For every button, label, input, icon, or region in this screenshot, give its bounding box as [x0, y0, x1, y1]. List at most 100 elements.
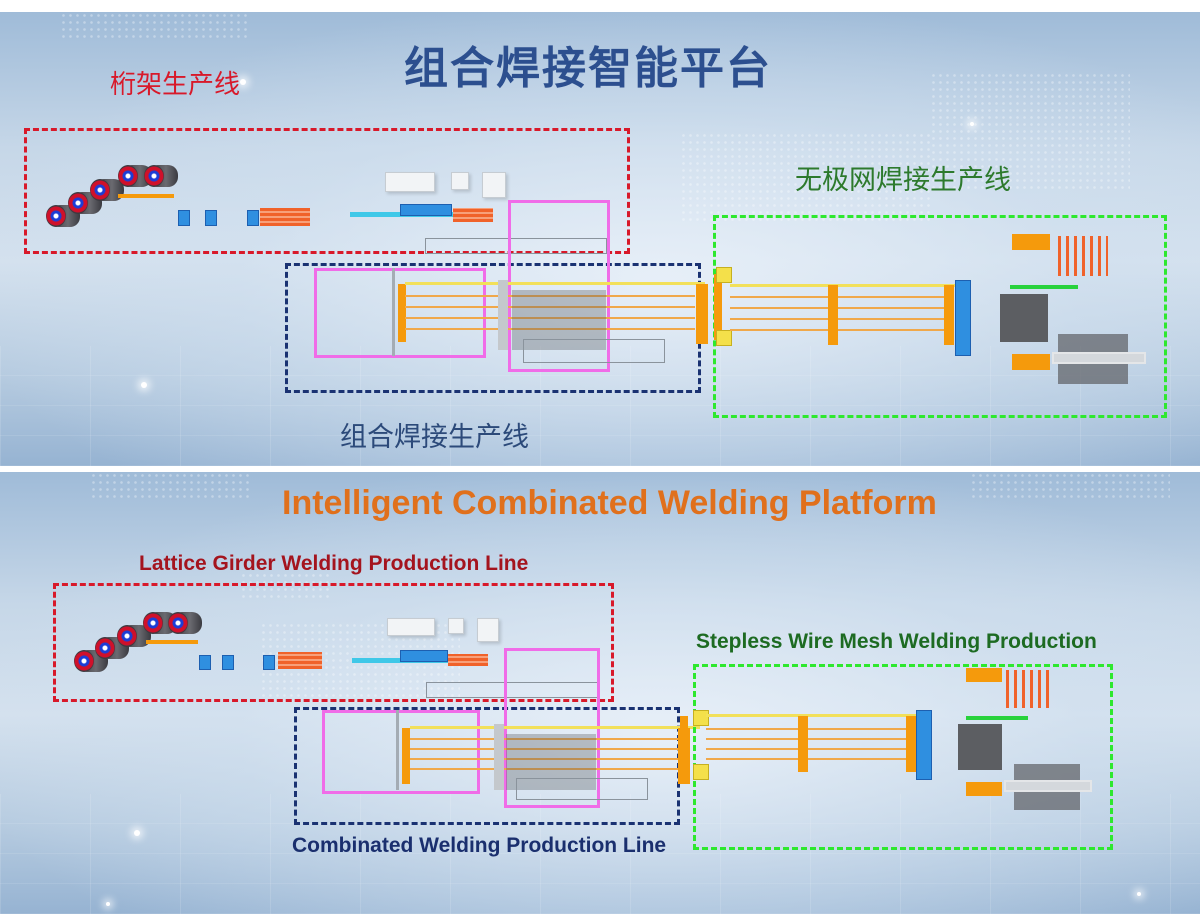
output-rack	[516, 778, 648, 800]
sparkle-decoration	[1137, 892, 1141, 896]
wire-cutting-unit	[1006, 670, 1052, 708]
control-cabinet	[448, 618, 464, 634]
welding-bed	[506, 734, 596, 790]
wire-rail	[730, 329, 950, 331]
wire-coil	[117, 625, 151, 647]
wire-rail	[410, 758, 680, 760]
wire-rail	[405, 295, 695, 297]
gantry-frame	[322, 710, 480, 794]
control-cabinet	[477, 618, 499, 642]
background-dot-pattern	[240, 572, 330, 602]
wire-rail	[405, 328, 695, 330]
straightener-unit	[178, 210, 190, 226]
control-cabinet	[451, 172, 469, 190]
output-conveyor	[1004, 780, 1092, 792]
welding-head	[400, 650, 448, 662]
clamp-unit	[716, 267, 732, 283]
sparkle-decoration	[141, 382, 147, 388]
background-dot-pattern	[90, 472, 250, 502]
clamp-unit	[693, 764, 709, 780]
welding-station	[944, 285, 954, 345]
wire-feeder	[966, 782, 1002, 796]
platform-title: Intelligent Combinated Welding Platform	[282, 484, 937, 522]
wire-coil	[90, 179, 124, 201]
intermediate-station	[798, 716, 808, 772]
entry-station	[714, 274, 722, 340]
conveyor-edge	[706, 714, 916, 717]
wire-feeder	[118, 194, 174, 198]
control-cabinet	[387, 618, 435, 636]
wire-feeder	[966, 668, 1002, 682]
control-cabinet	[482, 172, 506, 198]
feed-station	[402, 728, 410, 784]
straightener-unit	[263, 655, 275, 670]
straightener-unit	[205, 210, 217, 226]
conveyor-guide	[966, 716, 1028, 720]
lattice-girder-line-boundary	[53, 583, 614, 702]
wire-rail	[410, 738, 680, 740]
lattice-girder-line-boundary	[24, 128, 630, 254]
clamp-unit	[693, 710, 709, 726]
output-rack	[523, 339, 665, 363]
platform-title: 组合焊接智能平台	[404, 43, 772, 94]
combinated-welding-line-label: 组合焊接生产线	[340, 422, 529, 452]
bending-unit	[278, 652, 322, 669]
conveyor-edge	[405, 282, 705, 285]
welding-unit	[453, 208, 493, 222]
wire-rail	[730, 296, 950, 298]
conveyor-guide	[1010, 285, 1078, 289]
platform-diagram-chinese: 组合焊接智能平台 桁架生产线 无极网焊接生产线 组合焊接生产线	[0, 12, 1200, 466]
wire-rail	[706, 738, 911, 740]
output-conveyor	[1052, 352, 1146, 364]
combinated-welding-line-label: Combinated Welding Production Line	[292, 834, 667, 857]
sparkle-decoration	[134, 830, 140, 836]
wire-rail	[706, 748, 911, 750]
mesh-stacker	[1000, 294, 1048, 342]
stepless-mesh-line-boundary	[693, 664, 1113, 850]
wire-rail	[706, 758, 911, 760]
entry-station	[680, 716, 688, 776]
wire-coil	[144, 165, 178, 187]
storage-rack	[425, 238, 607, 254]
conveyor-edge	[730, 284, 956, 287]
mesh-stacker	[958, 724, 1002, 770]
wire-rail	[405, 317, 695, 319]
transfer-station	[696, 284, 708, 344]
straightener-unit	[222, 655, 234, 670]
lattice-girder-line-label: Lattice Girder Welding Production Line	[139, 552, 529, 575]
wire-rail	[730, 307, 950, 309]
mesh-welder	[916, 710, 932, 780]
wire-rail	[706, 728, 911, 730]
wire-feeder	[1012, 354, 1050, 370]
background-dot-pattern	[930, 72, 1130, 192]
welding-bed	[512, 290, 606, 350]
welding-unit	[448, 654, 488, 666]
gantry-rail	[396, 710, 399, 790]
bending-unit	[260, 208, 310, 226]
straightener-unit	[247, 210, 259, 226]
wire-rail	[410, 748, 680, 750]
platform-diagram-english: Intelligent Combinated Welding Platform …	[0, 472, 1200, 914]
wire-cutting-unit	[1058, 236, 1108, 276]
background-dot-pattern	[680, 132, 930, 222]
clamp-unit	[716, 330, 732, 346]
stepless-mesh-line-label: 无极网焊接生产线	[795, 165, 1011, 195]
straightener-unit	[199, 655, 211, 670]
background-floor-grid	[0, 346, 1200, 466]
welding-station	[906, 716, 916, 772]
welding-bridge	[494, 724, 504, 790]
conveyor-edge	[410, 726, 700, 729]
background-dot-pattern	[970, 472, 1170, 502]
sparkle-decoration	[240, 79, 246, 85]
intermediate-station	[828, 285, 838, 345]
wire-coil	[168, 612, 202, 634]
gantry-rail	[392, 268, 395, 356]
lattice-girder-line-label: 桁架生产线	[110, 69, 241, 99]
gantry-frame	[314, 268, 486, 358]
feed-station	[398, 284, 406, 342]
wire-feeder	[146, 640, 198, 644]
background-dot-pattern	[60, 12, 250, 42]
wire-rail	[410, 768, 680, 770]
control-cabinet	[385, 172, 435, 192]
wire-rail	[405, 306, 695, 308]
